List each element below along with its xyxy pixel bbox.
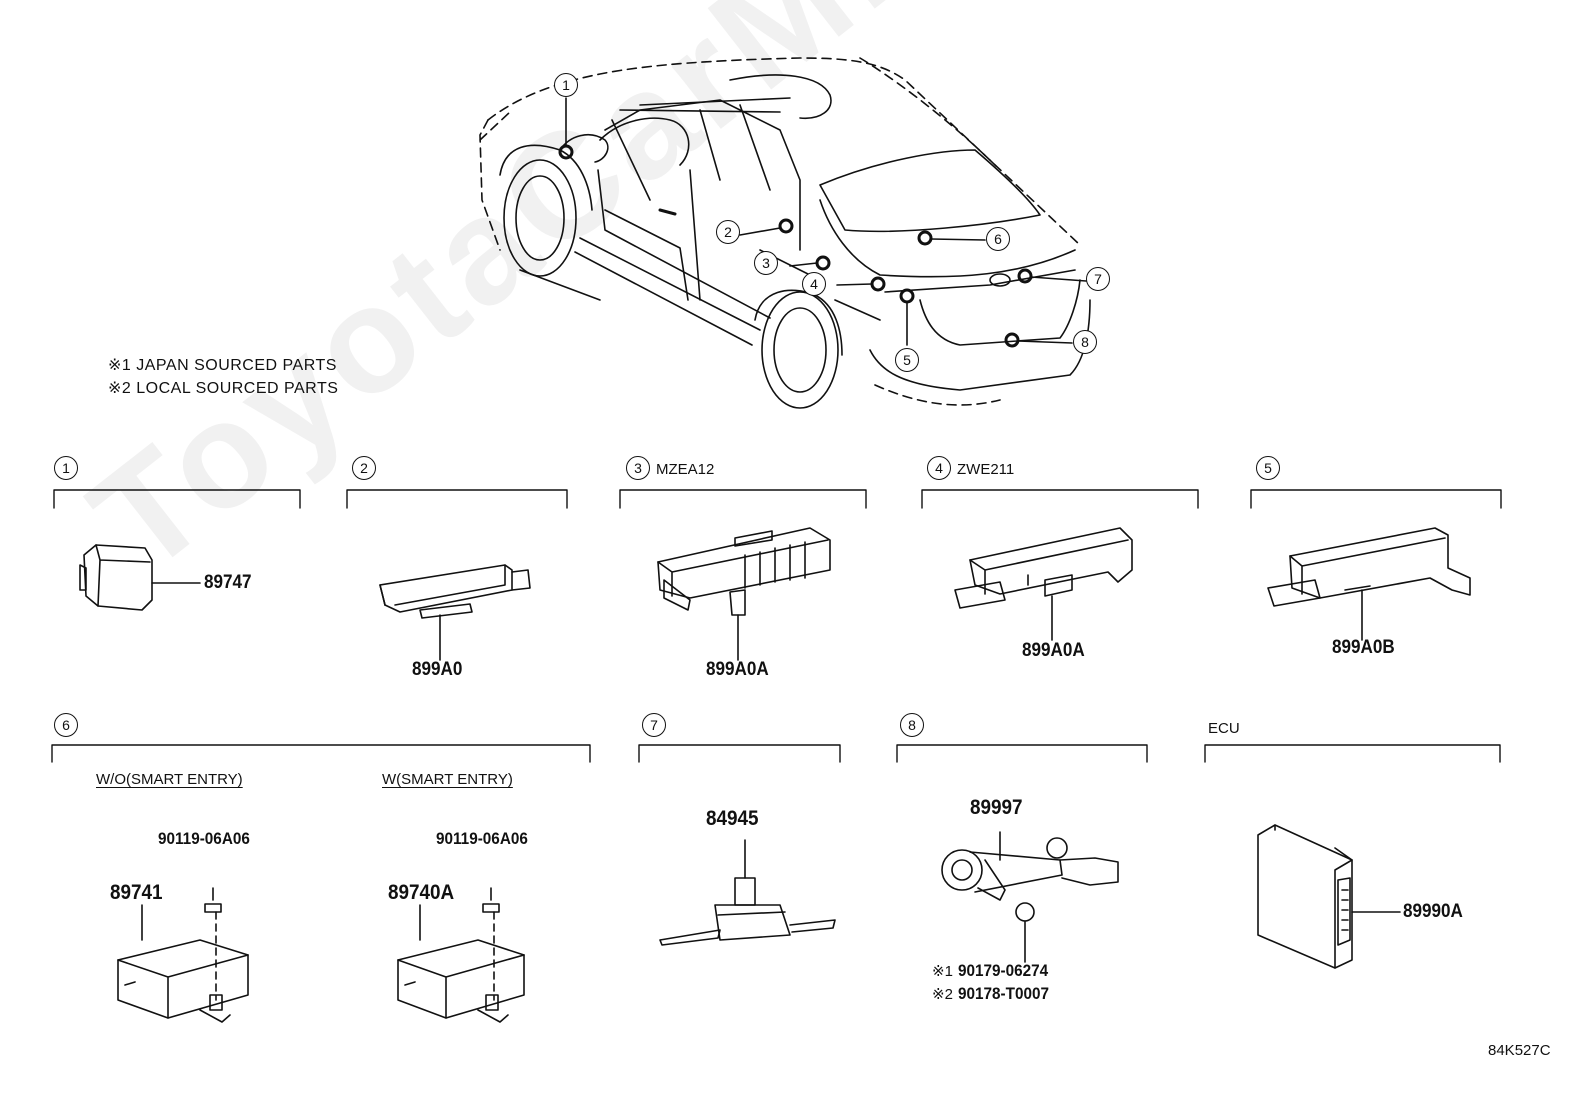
section-4-number: 4 xyxy=(927,456,951,480)
part-90179-06274: 90179-06274 xyxy=(958,961,1049,980)
part-84945-sketch xyxy=(659,839,836,946)
part-90178-T0007: 90178-T0007 xyxy=(958,984,1050,1003)
part-89740A: 89740A xyxy=(388,881,455,904)
local-sourced-mark: ※2 xyxy=(932,986,953,1003)
note-local-sourced: ※2 LOCAL SOURCED PARTS xyxy=(108,380,339,397)
part-899A0A-sketch-a xyxy=(657,527,831,661)
section-6-number: 6 xyxy=(54,713,78,737)
callout-2: 2 xyxy=(716,220,740,244)
section-8-number: 8 xyxy=(900,713,924,737)
callout-7: 7 xyxy=(1086,267,1110,291)
part-89741: 89741 xyxy=(110,881,163,904)
callout-5: 5 xyxy=(895,348,919,372)
callout-1: 1 xyxy=(554,73,578,97)
section-3-model: MZEA12 xyxy=(656,461,715,478)
part-89997-sketch xyxy=(941,831,1119,963)
part-89990A: 89990A xyxy=(1403,901,1463,922)
japan-sourced-mark: ※1 xyxy=(932,963,953,980)
part-899A0-sketch xyxy=(379,564,531,661)
diagram-code: 84K527C xyxy=(1488,1042,1551,1059)
callout-6: 6 xyxy=(986,227,1010,251)
section-4-model: ZWE211 xyxy=(957,461,1015,478)
part-89997: 89997 xyxy=(970,796,1023,819)
part-89741-sketch xyxy=(117,887,249,1023)
callout-4: 4 xyxy=(802,272,826,296)
section-brackets xyxy=(51,489,1502,763)
part-899A0A-s4: 899A0A xyxy=(1022,640,1085,661)
section-3-number: 3 xyxy=(626,456,650,480)
part-899A0A-sketch-b xyxy=(954,527,1133,641)
part-899A0B: 899A0B xyxy=(1332,637,1395,658)
part-90119-06A06-b: 90119-06A06 xyxy=(436,829,528,848)
part-89740A-sketch xyxy=(397,887,525,1023)
section-5-number: 5 xyxy=(1256,456,1280,480)
part-899A0A-s3: 899A0A xyxy=(706,659,769,680)
note-japan-sourced: ※1 JAPAN SOURCED PARTS xyxy=(108,357,337,374)
section-1-number: 1 xyxy=(54,456,78,480)
variant-with-smart-entry: W(SMART ENTRY) xyxy=(382,771,513,788)
callout-8: 8 xyxy=(1073,330,1097,354)
part-84945: 84945 xyxy=(706,807,759,830)
part-89990A-sketch xyxy=(1257,824,1401,969)
variant-without-smart-entry: W/O(SMART ENTRY) xyxy=(96,771,243,788)
part-899A0: 899A0 xyxy=(412,659,463,680)
section-7-number: 7 xyxy=(642,713,666,737)
car-drawing xyxy=(479,57,1091,409)
ecu-label: ECU xyxy=(1208,720,1240,737)
part-89747-sketch xyxy=(79,544,201,611)
part-899A0B-sketch xyxy=(1267,527,1471,641)
section-2-number: 2 xyxy=(352,456,376,480)
callout-3: 3 xyxy=(754,251,778,275)
part-89747: 89747 xyxy=(204,572,252,593)
part-90119-06A06-a: 90119-06A06 xyxy=(158,829,250,848)
